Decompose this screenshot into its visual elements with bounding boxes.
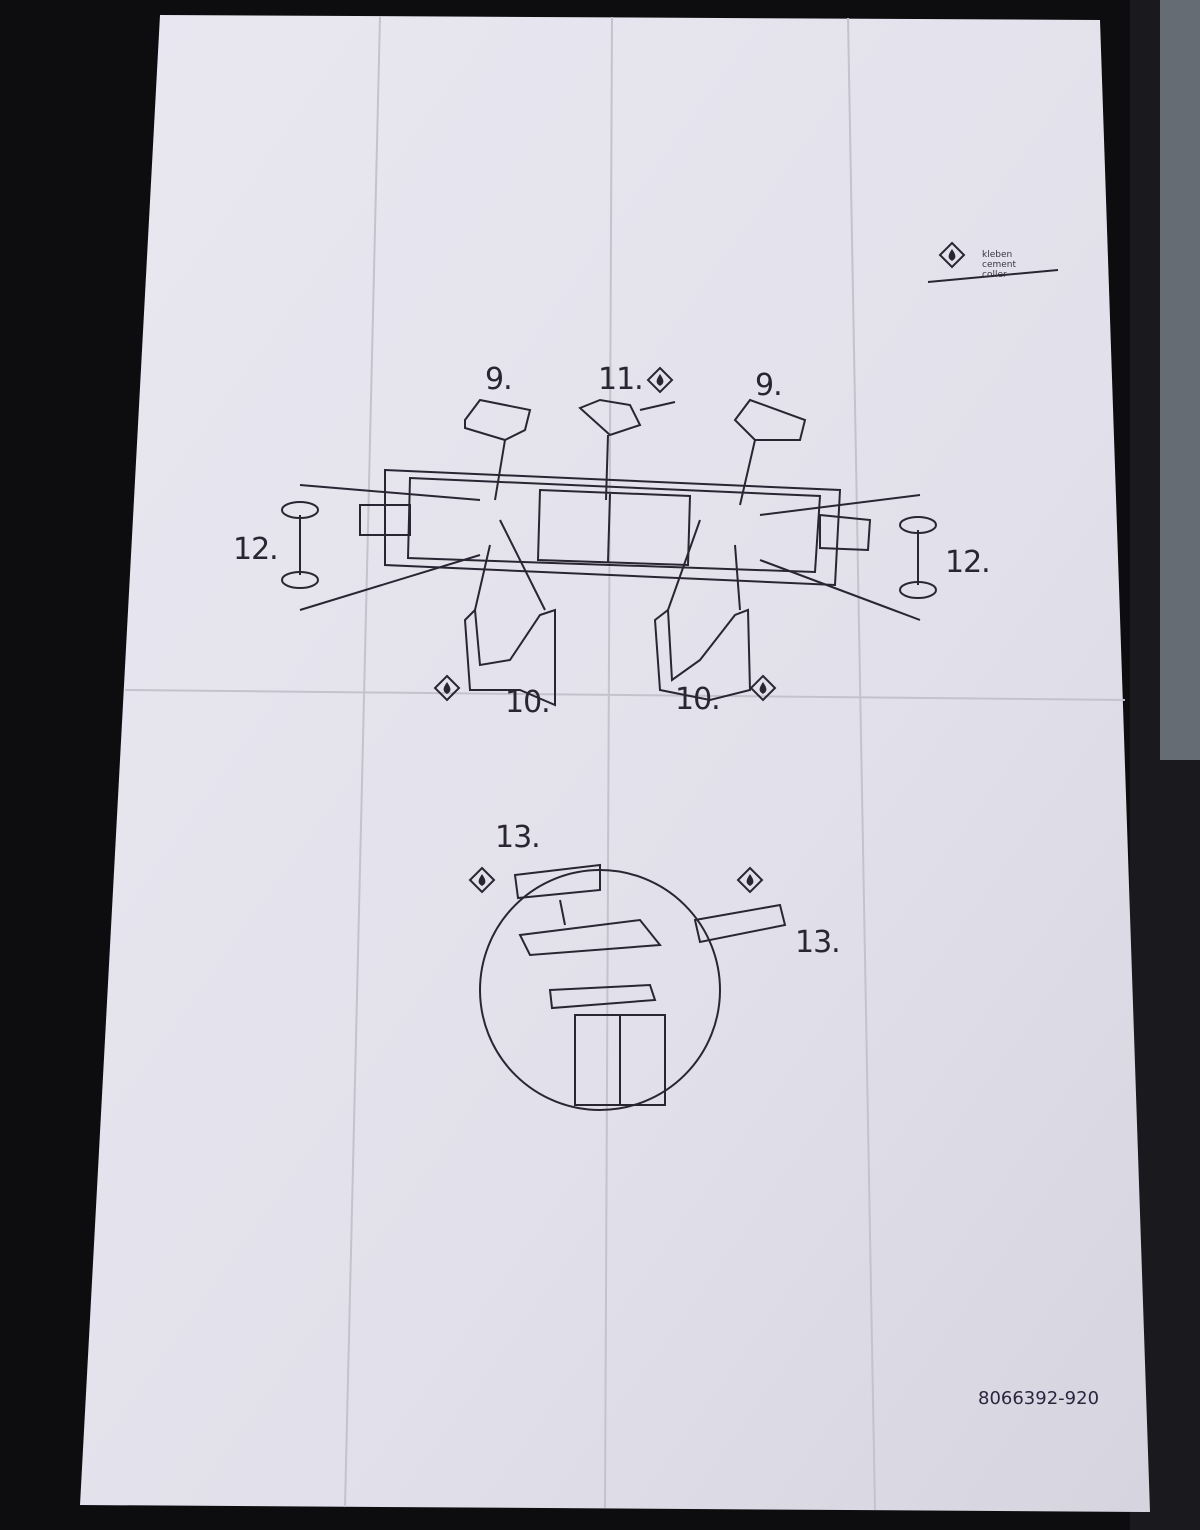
legend-line: kleben: [982, 250, 1013, 260]
step-label-10: 10.: [675, 682, 721, 717]
step-label-13: 13.: [795, 925, 841, 960]
step-label-12: 12.: [945, 545, 991, 580]
chassis-diagram: [281, 398, 937, 1111]
step-label-13: 13.: [495, 820, 541, 855]
step-label-11: 11.: [598, 362, 644, 397]
legend-line: cement: [982, 260, 1017, 270]
step-label-10: 10.: [505, 685, 551, 720]
fold-lines: [124, 15, 1126, 1511]
step-label-9: 9.: [755, 368, 783, 403]
legend-text: kleben cement coller: [982, 250, 1016, 280]
legend-line: coller: [982, 270, 1007, 280]
instruction-sheet: [80, 15, 1150, 1512]
legend: [927, 242, 1059, 283]
step-label-9: 9.: [485, 362, 513, 397]
step-label-12: 12.: [233, 532, 279, 567]
part-number: 8066392-920: [978, 1388, 1100, 1409]
window-view: [1160, 0, 1200, 760]
